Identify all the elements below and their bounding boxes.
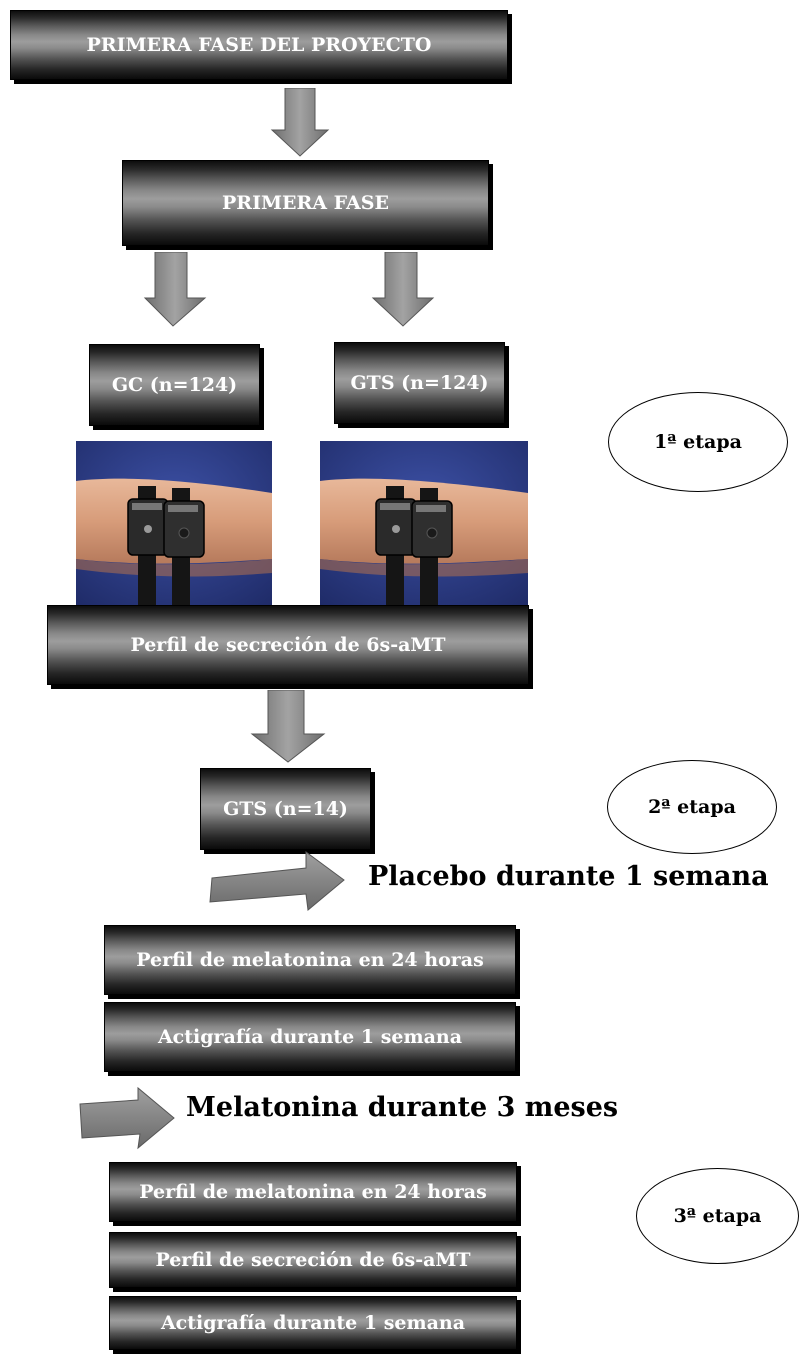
arrow-right-icon bbox=[79, 1086, 175, 1150]
box-label: Perfil de melatonina en 24 horas bbox=[136, 949, 484, 971]
placebo-label: Placebo durante 1 semana bbox=[368, 861, 769, 892]
box-label: Perfil de secreción de 6s-aMT bbox=[155, 1249, 471, 1271]
box-perfil-melatonina: Perfil de melatonina en 24 horas bbox=[104, 925, 516, 995]
arrow-down-icon bbox=[270, 88, 330, 157]
box-label: PRIMERA FASE DEL PROYECTO bbox=[86, 34, 432, 56]
arrow-down-icon bbox=[371, 252, 435, 327]
box-label: GTS (n=124) bbox=[350, 372, 489, 394]
stage-label: 3ª etapa bbox=[673, 1205, 762, 1227]
arrow-right-icon bbox=[209, 851, 345, 911]
actigraph-photo bbox=[320, 441, 528, 605]
stage-oval-1: 1ª etapa bbox=[608, 392, 788, 492]
box-perfil-melatonina: Perfil de melatonina en 24 horas bbox=[109, 1162, 517, 1222]
arrow-down-icon bbox=[143, 252, 207, 327]
box-label: PRIMERA FASE bbox=[222, 192, 389, 214]
box-perfil-6s-amt: Perfil de secreción de 6s-aMT bbox=[109, 1232, 517, 1288]
box-label: Perfil de melatonina en 24 horas bbox=[139, 1181, 487, 1203]
box-actigrafia: Actigrafía durante 1 semana bbox=[104, 1002, 516, 1072]
box-actigrafia-final: Actigrafía durante 1 semana bbox=[109, 1296, 517, 1350]
box-primera-fase: PRIMERA FASE bbox=[122, 160, 489, 246]
melatonina-label: Melatonina durante 3 meses bbox=[186, 1092, 619, 1123]
stage-oval-2: 2ª etapa bbox=[607, 760, 777, 854]
box-label: Actigrafía durante 1 semana bbox=[160, 1312, 466, 1334]
stage-label: 2ª etapa bbox=[648, 796, 736, 818]
box-label: Perfil de secreción de 6s-aMT bbox=[130, 634, 446, 656]
stage-label: 1ª etapa bbox=[654, 431, 742, 453]
box-gts-124: GTS (n=124) bbox=[334, 342, 505, 424]
box-gc: GC (n=124) bbox=[89, 344, 260, 426]
arrow-down-icon bbox=[250, 690, 326, 763]
box-perfil-6s-amt: Perfil de secreción de 6s-aMT bbox=[47, 605, 529, 685]
actigraph-photo bbox=[76, 441, 272, 605]
box-label: Actigrafía durante 1 semana bbox=[157, 1026, 463, 1048]
box-primera-fase-proyecto: PRIMERA FASE DEL PROYECTO bbox=[10, 10, 508, 80]
box-label: GTS (n=14) bbox=[223, 798, 348, 820]
box-label: GC (n=124) bbox=[111, 374, 238, 396]
box-gts-14: GTS (n=14) bbox=[200, 768, 371, 850]
stage-oval-3: 3ª etapa bbox=[636, 1168, 799, 1264]
